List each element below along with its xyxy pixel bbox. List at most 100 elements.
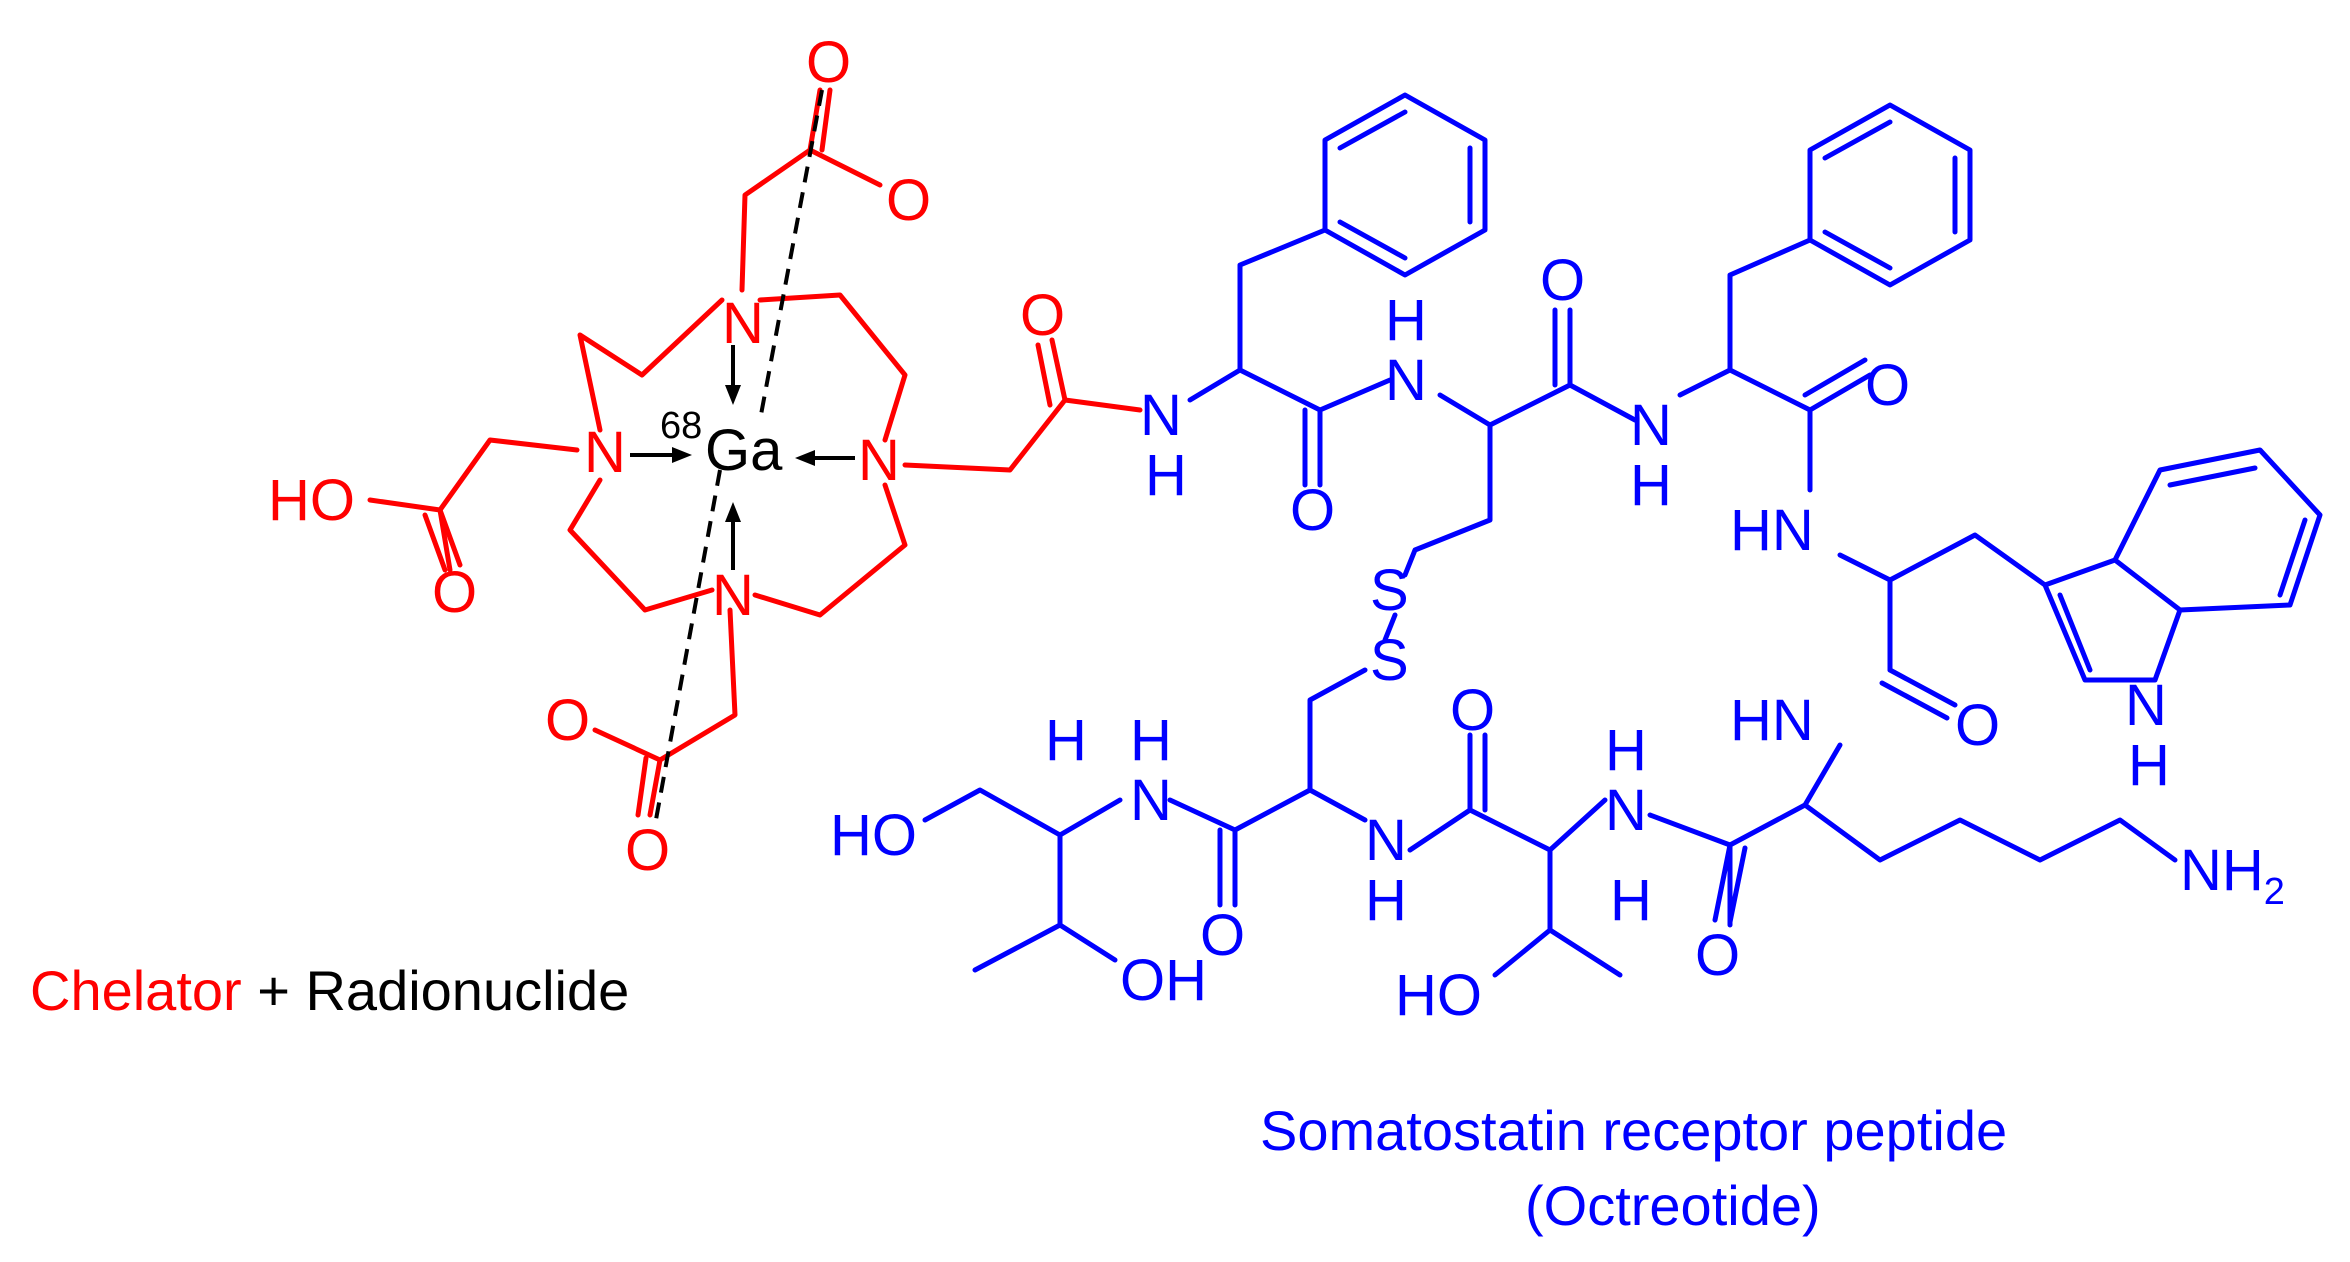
- atom-nh-1: N: [1140, 383, 1182, 448]
- backbone-5: [1727, 742, 1843, 928]
- arm-top: [739, 147, 883, 293]
- arm-bottom-co: [635, 755, 663, 818]
- arm-left: [437, 437, 580, 573]
- side-chain-trp4: [1887, 532, 2048, 588]
- carbonyl-7: [1217, 827, 1238, 908]
- atom-h-indole: H: [2128, 733, 2170, 798]
- atom-o-left: O: [432, 560, 477, 625]
- backbone-7: [1167, 787, 1368, 833]
- arm-right: [902, 397, 1143, 473]
- side-chain-cys2: [1402, 422, 1493, 578]
- side-chain-thr8: [972, 832, 1118, 973]
- atom-o-3: O: [1865, 353, 1910, 418]
- radionuclide-group: 68 Ga: [630, 89, 855, 826]
- disulfide-bond: [1382, 612, 1398, 643]
- caption-peptide: Somatostatin receptor peptide: [1260, 1099, 2007, 1162]
- caption-chelator-radionuclide: Chelator + Radionuclide: [30, 959, 629, 1022]
- arm-left-co: [422, 507, 463, 573]
- atom-s-1: S: [1370, 558, 1409, 623]
- atom-h-2: H: [1385, 288, 1427, 353]
- side-chain-cys7: [1307, 667, 1368, 793]
- atom-o-2: O: [1540, 248, 1585, 313]
- atom-o-6: O: [1450, 678, 1495, 743]
- atom-o-bottom-2: O: [625, 818, 670, 883]
- atom-n-7: N: [1365, 808, 1407, 873]
- atom-n-2: N: [1385, 348, 1427, 413]
- atom-h-6: H: [1605, 718, 1647, 783]
- atom-h-8: H: [1130, 708, 1172, 773]
- side-chain-phe1: [1237, 227, 1328, 373]
- coordination-dash-top: [758, 89, 824, 421]
- arrowhead-left: [672, 447, 692, 463]
- atom-o-top-1: O: [806, 30, 851, 95]
- atom-n-3: N: [1630, 393, 1672, 458]
- carbonyl-6: [1467, 732, 1488, 813]
- atom-h-3: H: [1630, 453, 1672, 518]
- coordination-dash-bottom: [653, 469, 722, 826]
- side-chain-phe3: [1727, 237, 1813, 373]
- benzene-ring-3-inner: [1822, 119, 1958, 271]
- atom-o-bottom-1: O: [545, 688, 590, 753]
- side-chain-lys5: [1802, 802, 2178, 863]
- caption-chelator: Chelator: [30, 959, 242, 1022]
- atom-oh-8: OH: [1120, 948, 1207, 1013]
- arrowhead-top: [725, 385, 741, 405]
- backbone-6: [1407, 797, 1608, 853]
- atom-o-7: O: [1200, 903, 1245, 968]
- arrowhead-bottom: [725, 502, 741, 522]
- backbone-2: [1437, 382, 1638, 428]
- atom-n-6: N: [1605, 778, 1647, 843]
- metal-symbol: Ga: [705, 418, 783, 483]
- atom-o-top-2: O: [886, 168, 931, 233]
- atom-hn-5: HN: [1730, 688, 1814, 753]
- benzene-ring-1: [1322, 92, 1488, 278]
- ring-bond-top-left: [577, 297, 725, 433]
- atom-n-right: N: [858, 428, 900, 493]
- benzene-ring-1-inner: [1337, 109, 1473, 261]
- atom-ho-8: HO: [830, 803, 917, 868]
- carbonyl-4: [1879, 667, 1958, 721]
- atom-n-top: N: [722, 291, 764, 356]
- arm-bottom: [592, 607, 738, 763]
- carbonyl-2: [1552, 307, 1573, 388]
- atom-nh2: NH2: [2180, 838, 2285, 913]
- benzene-ring-3: [1807, 102, 1973, 288]
- atom-o-5: O: [1695, 923, 1740, 988]
- caption-octreotide: (Octreotide): [1525, 1174, 1821, 1237]
- backbone-3: [1677, 367, 1813, 413]
- backbone-5b: [1647, 812, 1733, 848]
- peptide-group: N H O H N O N H O HN O N H HN O NH2 H N …: [830, 92, 2323, 1028]
- atom-n-bottom: N: [712, 563, 754, 628]
- backbone-1: [1187, 367, 1393, 413]
- atom-s-2: S: [1370, 628, 1409, 693]
- ring-bond-bottom-left: [567, 477, 715, 613]
- atom-n-indole: N: [2125, 673, 2167, 738]
- atom-o-amide: O: [1020, 283, 1065, 348]
- carbonyl-5: [1712, 842, 1748, 925]
- arrowhead-right: [795, 450, 815, 466]
- atom-o-1: O: [1290, 478, 1335, 543]
- ring-bond-top-right: [757, 292, 908, 443]
- chelator-group: N N N N HO O O O O O O: [268, 30, 1143, 883]
- side-chain-thr6: [1492, 847, 1623, 978]
- atom-o-4: O: [1955, 693, 2000, 758]
- atom-hn-4: HN: [1730, 498, 1814, 563]
- atom-ho-6: HO: [1395, 963, 1482, 1028]
- atom-ho-left: HO: [268, 468, 355, 533]
- atom-h-7: H: [1365, 868, 1407, 933]
- carbonyl-3: [1802, 357, 1873, 413]
- indole-ring: [2042, 447, 2323, 683]
- atom-n-left: N: [584, 420, 626, 485]
- atom-n-8: N: [1130, 768, 1172, 833]
- backbone-4: [1837, 552, 1893, 673]
- backbone-8: [922, 787, 1123, 838]
- mass-number: 68: [660, 405, 702, 447]
- atom-h-8b: H: [1045, 708, 1087, 773]
- atom-h-1: H: [1145, 443, 1187, 508]
- carbonyl-1: [1302, 407, 1323, 488]
- atom-h-6b: H: [1610, 868, 1652, 933]
- arm-left-oh: [367, 497, 443, 513]
- arm-right-co: [1035, 337, 1068, 408]
